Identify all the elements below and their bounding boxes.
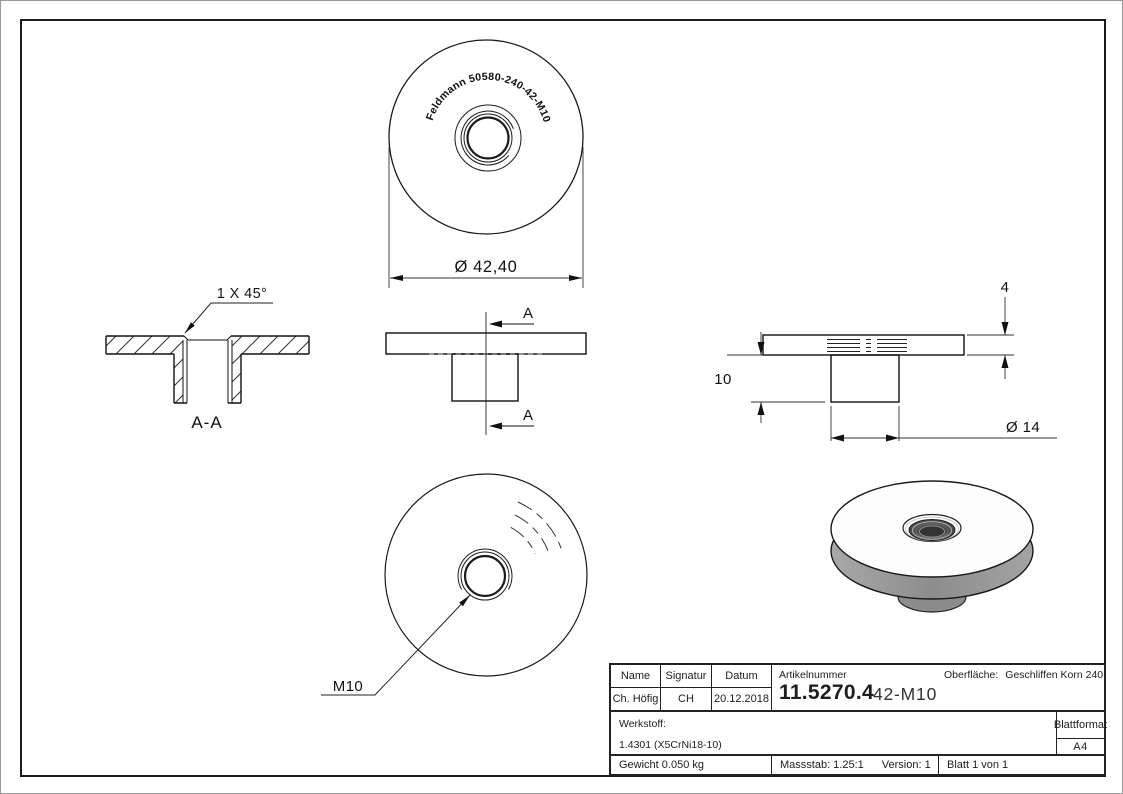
surface-finish-value: Geschliffen Korn 240 <box>1005 669 1104 681</box>
thread-size-label: M10 <box>333 678 363 695</box>
chamfer-leader <box>184 302 273 334</box>
top-view-hole-circle <box>466 116 510 160</box>
cut-label-bottom: A <box>523 407 533 424</box>
section-hatch-right <box>232 336 309 403</box>
side-flange <box>762 334 965 356</box>
iso-thread-ridge-2 <box>915 523 949 539</box>
surface-finish-label: Oberfläche: <box>944 669 999 681</box>
article-number-cell: Artikelnummer 11.5270.442-M10 Oberfläche… <box>772 665 1104 712</box>
front-boss <box>451 353 519 402</box>
side-boss <box>830 354 900 403</box>
bottom-view-outer-circle <box>384 473 588 677</box>
iso-thread-ridge-1 <box>911 521 953 540</box>
bottom-view-chamfer-circle <box>460 551 510 601</box>
boss-height-dim-label: 10 <box>714 371 732 388</box>
iso-thread-core <box>919 525 945 538</box>
engraving-text: Feldmann 50580-240-42-M10 <box>424 71 553 124</box>
top-view-counterbore-circle <box>454 104 522 172</box>
cut-arrow-top <box>489 320 502 328</box>
dim-14-lines <box>830 406 1057 441</box>
scale-value: Massstab: 1.25:1 <box>780 759 864 771</box>
surface-finish: Oberfläche: Geschliffen Korn 240 <box>944 669 1103 681</box>
section-hatch-left <box>106 336 183 403</box>
section-label: A-A <box>191 413 222 432</box>
top-view-chamfer-circle <box>463 113 513 163</box>
dimension-diameter-42-40: Ø 42,40 <box>388 147 584 288</box>
dim-4-lines <box>967 297 1014 379</box>
article-number: 11.5270.442-M10 <box>779 681 938 704</box>
section-outline <box>105 335 310 404</box>
thread-leader-arrow <box>459 595 470 607</box>
diameter-dim-label: Ø 42,40 <box>455 258 518 276</box>
bottom-view <box>321 473 588 696</box>
title-block: Name Signatur Datum Ch. Höfig CH 20.12.2… <box>609 663 1107 776</box>
version-value: Version: 1 <box>881 759 931 771</box>
material-label: Werkstoff: <box>619 718 666 730</box>
date-header: Datum <box>712 665 772 688</box>
dim-10-lines <box>727 332 825 423</box>
thread-leader <box>321 594 471 696</box>
drawing-frame-border <box>20 19 1106 777</box>
author-name: Ch. Höfig <box>611 688 661 712</box>
top-view-thread-arc <box>460 110 514 166</box>
weight-cell: Gewicht 0.050 kg <box>611 756 772 774</box>
drawing-date: 20.12.2018 <box>712 688 772 712</box>
surface-finish-arcs <box>510 501 562 554</box>
sheet-count-cell: Blatt 1 von 1 <box>947 759 1009 771</box>
side-thread-hidden-lines <box>827 338 907 353</box>
chamfer-note: 1 X 45° <box>217 286 268 302</box>
boss-diameter-dim-label: Ø 14 <box>1006 419 1040 436</box>
section-view-aa: 1 X 45° A-A <box>105 286 310 432</box>
cut-label-top: A <box>523 305 533 322</box>
name-header: Name <box>611 665 661 688</box>
scale-cell: Massstab: 1.25:1 Version: 1 <box>772 756 939 774</box>
bottom-view-hole-circle <box>463 554 507 598</box>
material-cell: Werkstoff: 1.4301 (X5CrNi18-10) <box>611 712 1057 756</box>
chamfer-leader-arrow <box>185 322 195 333</box>
sheet-format-value: A4 <box>1057 739 1104 756</box>
article-number-label: Artikelnummer <box>779 669 847 681</box>
material-value: 1.4301 (X5CrNi18-10) <box>619 739 722 751</box>
top-view-outer-circle <box>388 39 584 235</box>
sheet-format-label: Blattformat <box>1054 712 1107 739</box>
signature-header: Signatur <box>661 665 712 688</box>
front-view: A A <box>385 305 587 435</box>
bottom-view-thread-arc <box>457 548 513 590</box>
side-view: 4 10 Ø 14 <box>714 279 1057 442</box>
top-view <box>388 39 584 235</box>
cut-arrow-bottom <box>489 422 502 430</box>
thickness-dim-label: 4 <box>1001 279 1010 296</box>
author-signature: CH <box>661 688 712 712</box>
section-thread-lines <box>182 335 233 403</box>
isometric-view <box>830 480 1034 613</box>
